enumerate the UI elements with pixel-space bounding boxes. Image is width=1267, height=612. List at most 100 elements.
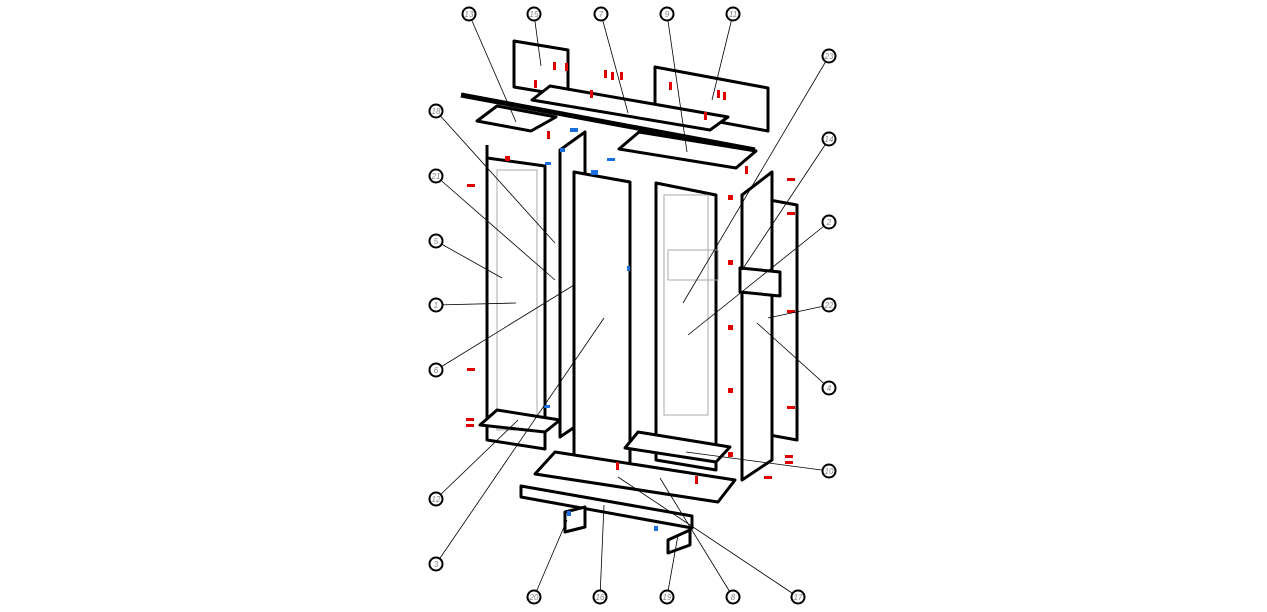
- callout-right: 4: [821, 380, 837, 396]
- leader-line: [767, 304, 830, 319]
- callout-circle: [428, 297, 444, 313]
- callout-number: 20: [529, 593, 539, 602]
- callout-left: 1: [428, 297, 444, 313]
- leg-left: [563, 505, 587, 534]
- top-cover-left: [475, 104, 558, 133]
- callout-circle: [428, 556, 444, 572]
- callout-circle: [790, 589, 806, 605]
- callout-circle: [428, 362, 444, 378]
- callout-number: 1: [434, 301, 438, 310]
- callout-circle: [821, 48, 837, 64]
- left-door: [572, 170, 632, 482]
- callout-top: 9: [659, 6, 675, 22]
- callout-right: 2: [821, 214, 837, 230]
- leader-line: [435, 110, 556, 244]
- leader-line: [599, 504, 605, 598]
- callout-right: 14: [821, 131, 837, 147]
- callout-circle: [526, 6, 542, 22]
- callout-number: 13: [465, 10, 474, 19]
- callout-number: 4: [827, 384, 832, 393]
- callout-right: 23: [821, 48, 837, 64]
- top-board: [530, 84, 730, 132]
- callout-number: 2: [826, 218, 832, 227]
- callout-right: 22: [821, 297, 837, 313]
- callout-circle: [821, 131, 837, 147]
- callout-circle: [821, 380, 837, 396]
- hardware-markers: [466, 62, 795, 531]
- callout-number: 9: [665, 10, 670, 19]
- callout-circle: [461, 6, 477, 22]
- callout-number: 12: [432, 495, 441, 504]
- callout-number: 23: [824, 52, 834, 61]
- leader-line: [666, 534, 679, 598]
- leader-line: [617, 476, 799, 598]
- callout-circle: [428, 168, 444, 184]
- callout-left: 3: [428, 556, 444, 572]
- top-rail: [460, 92, 756, 153]
- callout-right: 10: [821, 463, 837, 479]
- callout-top: 15: [526, 6, 542, 22]
- leader-line: [666, 13, 688, 153]
- callout-number: 5: [434, 237, 439, 246]
- right-end-panel: [740, 170, 774, 482]
- callout-number: 7: [599, 10, 604, 19]
- leader-line: [533, 519, 568, 598]
- leader-line: [756, 322, 830, 389]
- callout-number: 10: [825, 467, 834, 476]
- callout-circle: [428, 233, 444, 249]
- leader-line: [435, 284, 575, 371]
- callout-circle: [659, 6, 675, 22]
- callout-left: 6: [428, 362, 444, 378]
- callout-number: 8: [731, 593, 736, 602]
- callout-number: 6: [434, 366, 439, 375]
- callout-bottom: 8: [725, 589, 741, 605]
- callout-left: 21: [428, 168, 444, 184]
- leader-line: [685, 451, 830, 472]
- callout-number: 18: [432, 107, 441, 116]
- callout-number: 3: [434, 560, 439, 569]
- base-board: [533, 450, 737, 504]
- callout-circle: [821, 463, 837, 479]
- callout-circle: [428, 491, 444, 507]
- callout-bottom: 17: [790, 589, 806, 605]
- callout-top: 11: [725, 6, 741, 22]
- callout-top: 7: [593, 6, 609, 22]
- leader-line: [435, 302, 517, 306]
- parts: [460, 39, 799, 555]
- callout-circle: [725, 6, 741, 22]
- right-door: [654, 181, 718, 472]
- callout-top: 13: [461, 6, 477, 22]
- leader-line: [659, 477, 734, 598]
- callout-circle: [821, 297, 837, 313]
- callout-number: 19: [663, 593, 672, 602]
- callout-bottom: 16: [592, 589, 608, 605]
- leg-right: [666, 528, 692, 555]
- leader-line: [533, 13, 542, 67]
- shelf-bracket: [738, 266, 782, 298]
- callout-left: 12: [428, 491, 444, 507]
- plinth: [519, 484, 694, 530]
- left-side-panel: [485, 156, 547, 451]
- leader-line: [435, 175, 556, 281]
- callout-left: 5: [428, 233, 444, 249]
- callout-circle: [592, 589, 608, 605]
- bottom-shelf-left: [478, 408, 562, 434]
- callout-number: 17: [794, 593, 803, 602]
- callout-left: 18: [428, 103, 444, 119]
- callout-bottom: 20: [526, 589, 542, 605]
- callout-circle: [593, 6, 609, 22]
- leader-line: [741, 138, 830, 271]
- top-cover-right: [617, 130, 758, 170]
- leader-lines: [435, 13, 830, 598]
- leader-line: [435, 317, 605, 565]
- leader-line: [682, 55, 830, 304]
- leader-line: [687, 221, 830, 336]
- callout-number: 16: [596, 593, 605, 602]
- callout-number: 14: [825, 135, 834, 144]
- callout-circle: [526, 589, 542, 605]
- callout-circle: [725, 589, 741, 605]
- callout-circle: [821, 214, 837, 230]
- leader-line: [435, 419, 519, 500]
